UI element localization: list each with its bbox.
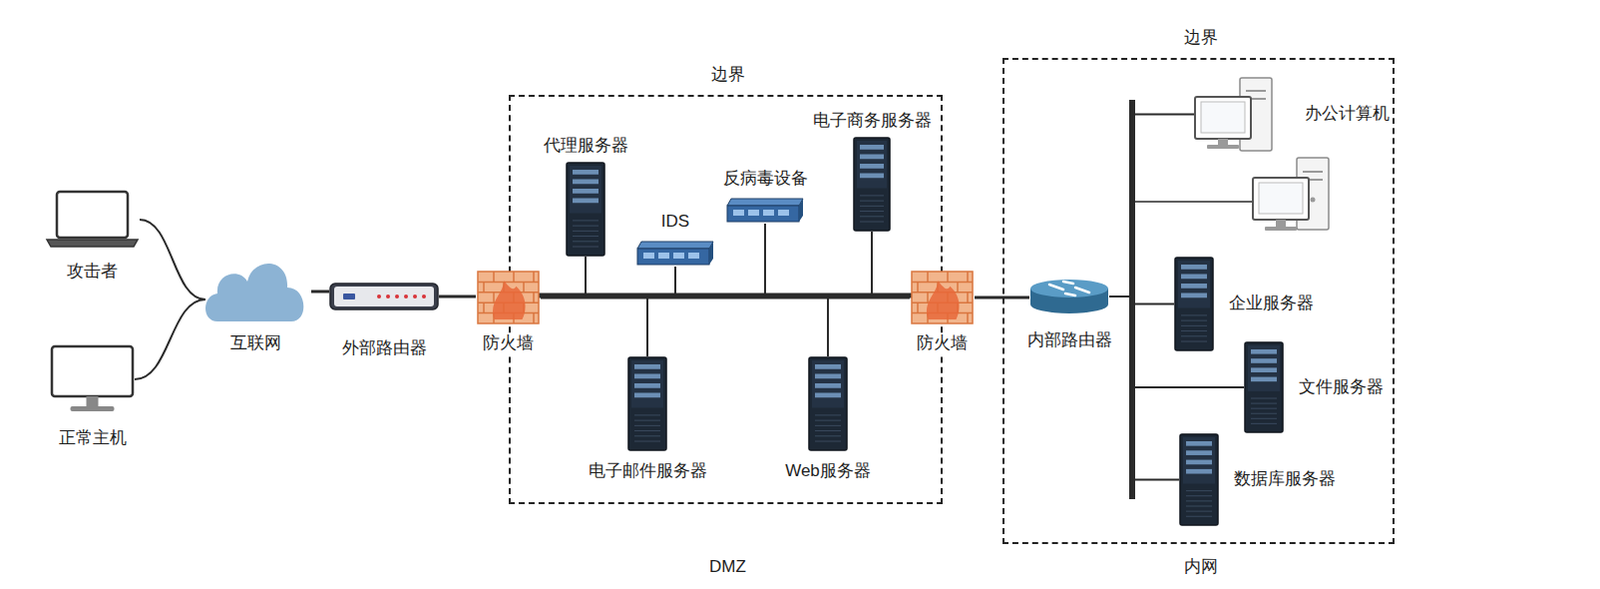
device-label: 外部路由器 bbox=[339, 338, 430, 359]
zone-label: DMZ bbox=[706, 556, 750, 577]
box-icon bbox=[635, 239, 716, 267]
firewall-icon bbox=[475, 269, 541, 326]
device-node: 内部路由器 bbox=[1029, 278, 1110, 315]
device-label: 反病毒设备 bbox=[720, 168, 811, 189]
network-link bbox=[540, 231, 872, 298]
server-icon bbox=[1243, 341, 1284, 433]
device-node: 办公计算机 bbox=[1194, 76, 1274, 152]
device-label: 攻击者 bbox=[63, 261, 121, 282]
device-label: Web服务器 bbox=[782, 460, 874, 481]
device-node: 防火墙 bbox=[909, 269, 975, 326]
firewall-icon bbox=[909, 269, 975, 326]
desktop-icon bbox=[49, 344, 135, 414]
zone-boundary: 边界DMZ防火墙代理服务器IDS反病毒设备电子商务服务器电子邮件服务器Web服务… bbox=[508, 94, 943, 504]
network-link bbox=[1109, 296, 1175, 305]
pc-icon bbox=[1194, 76, 1274, 152]
network-link bbox=[311, 290, 330, 294]
branch-wire bbox=[1132, 200, 1253, 203]
device-node: 电子邮件服务器 bbox=[627, 356, 668, 451]
device-label: 文件服务器 bbox=[1295, 377, 1387, 398]
network-link bbox=[540, 297, 828, 357]
server-icon bbox=[1174, 256, 1214, 352]
zone-boundary: 边界内网内部路由器办公计算机企业服务器文件服务器数据库服务器 bbox=[1002, 57, 1395, 544]
device-label: 电子邮件服务器 bbox=[585, 460, 711, 481]
device-node: 数据库服务器 bbox=[1179, 432, 1219, 526]
device-label: 正常主机 bbox=[55, 427, 130, 448]
device-label: 互联网 bbox=[227, 333, 285, 354]
zone-label: 内网 bbox=[1181, 556, 1221, 577]
dmz-bus bbox=[536, 293, 912, 299]
box-icon bbox=[725, 196, 805, 224]
zone-label: 边界 bbox=[1181, 27, 1221, 48]
device-node: 攻击者 bbox=[44, 189, 140, 250]
office-computer-icon bbox=[1252, 157, 1329, 231]
device-node: 电子商务服务器 bbox=[852, 136, 891, 232]
device-node: 正常主机 bbox=[49, 344, 135, 414]
device-label: 防火墙 bbox=[479, 333, 537, 354]
server-icon bbox=[565, 161, 606, 257]
network-link bbox=[438, 295, 476, 299]
server-icon bbox=[627, 356, 668, 451]
device-label: 防火墙 bbox=[913, 333, 971, 354]
network-link bbox=[1109, 296, 1180, 480]
device-label: 代理服务器 bbox=[540, 135, 632, 156]
irouter-icon bbox=[1029, 278, 1110, 315]
device-label: 企业服务器 bbox=[1225, 293, 1317, 314]
device-node: IDS bbox=[635, 239, 716, 267]
device-label: IDS bbox=[658, 211, 693, 232]
device-node: 外部路由器 bbox=[329, 282, 439, 311]
server-icon bbox=[807, 356, 848, 451]
network-link bbox=[540, 297, 648, 357]
network-link bbox=[540, 256, 586, 298]
server-icon bbox=[1179, 432, 1219, 526]
device-node: Web服务器 bbox=[807, 356, 848, 451]
cloud-icon bbox=[199, 255, 312, 328]
device-node: 互联网 bbox=[199, 255, 312, 328]
device-label: 办公计算机 bbox=[1301, 103, 1393, 124]
network-link bbox=[134, 299, 206, 380]
server-icon bbox=[852, 136, 891, 232]
device-node: 文件服务器 bbox=[1243, 341, 1284, 433]
device-node: 代理服务器 bbox=[565, 161, 606, 257]
zone-label: 边界 bbox=[708, 64, 749, 85]
device-label: 数据库服务器 bbox=[1230, 468, 1339, 489]
network-link bbox=[540, 266, 676, 298]
device-node: 反病毒设备 bbox=[725, 196, 805, 224]
device-node: 企业服务器 bbox=[1174, 256, 1214, 352]
device-label: 内部路由器 bbox=[1024, 330, 1116, 351]
network-link bbox=[139, 219, 206, 300]
router-icon bbox=[329, 282, 439, 311]
laptop-icon bbox=[44, 189, 140, 250]
device-label: 电子商务服务器 bbox=[809, 110, 935, 131]
network-link bbox=[540, 296, 910, 300]
device-node: 防火墙 bbox=[475, 269, 541, 326]
